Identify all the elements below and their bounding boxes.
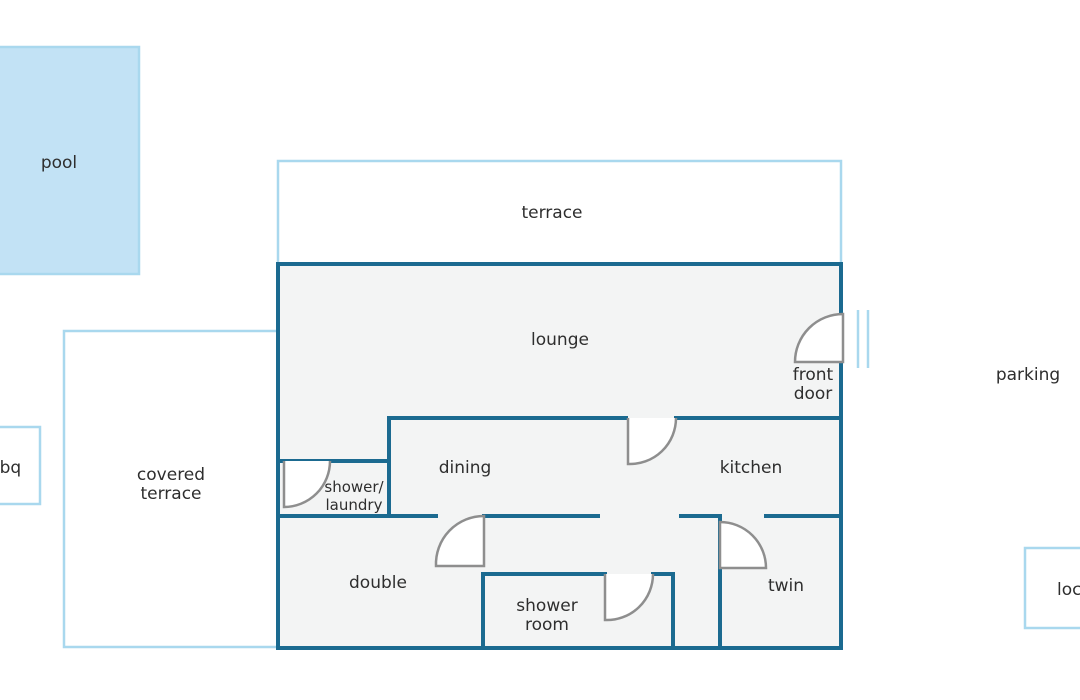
twin-label: twin	[768, 576, 804, 596]
front-door-icon	[793, 312, 845, 364]
shower-laundry-door-icon	[282, 460, 332, 509]
parking-label: parking	[996, 365, 1060, 385]
house-interior	[278, 264, 841, 648]
dining-label: dining	[439, 458, 492, 478]
shower-room-label: room	[525, 615, 569, 635]
kitchen-label: kitchen	[720, 458, 783, 478]
covered-terrace-label: terrace	[140, 484, 201, 504]
lock-label: lock	[1057, 580, 1080, 600]
pool-label: pool	[41, 153, 77, 173]
shower-room-door-icon	[603, 573, 655, 622]
covered-terrace-area	[62, 329, 278, 649]
lock-area	[1023, 546, 1080, 630]
house-walls	[276, 262, 843, 650]
front-door-label: front	[793, 365, 834, 385]
twin-door-icon	[718, 520, 768, 570]
pool-area	[0, 45, 141, 276]
double-door-icon	[434, 514, 486, 568]
double-label: double	[349, 573, 407, 593]
bbq-area	[0, 425, 42, 506]
covered-terrace-label: covered	[137, 465, 205, 485]
front-door-label: door	[794, 384, 833, 404]
shower-laundry-label: shower/	[324, 478, 384, 496]
terrace-label: terrace	[521, 203, 582, 223]
shower-laundry-label: laundry	[326, 496, 383, 514]
bbq-label: bbq	[0, 458, 21, 478]
lounge-label: lounge	[531, 330, 589, 350]
dining-kitchen-door-icon	[626, 417, 678, 466]
shower-room-label: shower	[516, 596, 577, 616]
